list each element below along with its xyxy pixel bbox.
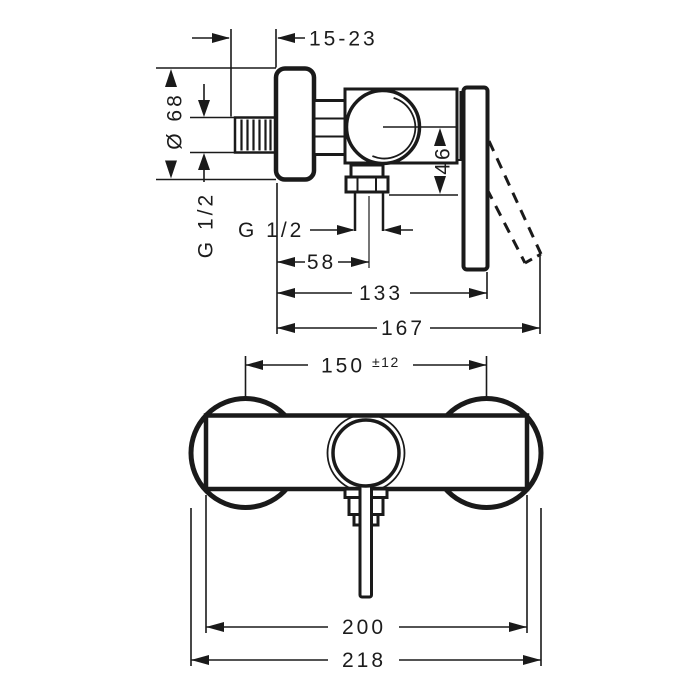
dim-167-label: 167 <box>381 317 425 340</box>
arrowhead-right <box>522 323 540 333</box>
valve-cap-inner-arc <box>372 97 417 160</box>
dim-escutcheon-diameter-label: Ø 68 <box>164 92 187 150</box>
dim-connection-distance: 150 ±12 <box>244 354 488 397</box>
outlet-nut-facets <box>356 178 377 191</box>
dim-center-to-outlet-label: 46 <box>432 145 455 174</box>
arrowhead-right <box>351 257 369 267</box>
dashed-edge <box>485 188 527 264</box>
dim-max-depth: 167 <box>277 317 540 340</box>
outlet-nut <box>344 175 390 194</box>
dim-depth-to-handle: 133 <box>277 282 487 305</box>
dim-lines <box>205 495 528 633</box>
dim-218-label: 218 <box>342 649 386 672</box>
handle-lever <box>461 85 490 272</box>
dim-58-label: 58 <box>307 251 336 274</box>
extension-lines <box>276 183 541 334</box>
arrowhead-down <box>198 100 210 117</box>
handle-lever-front <box>358 480 373 599</box>
arrowhead-left <box>245 360 263 370</box>
dim-150-label: 150 <box>321 355 365 378</box>
outlet-pipe <box>353 192 385 231</box>
dim-wall-clearance-label: 15-23 <box>309 28 378 51</box>
side-view: 15-23 Ø 68 G 1/2 46 G 1/2 <box>156 28 543 340</box>
dim-outlet-thread-label: G 1/2 <box>238 219 304 242</box>
arrowhead-left <box>383 225 401 235</box>
arrowhead-up <box>434 128 446 146</box>
arrowhead-right <box>337 225 355 235</box>
dim-lines <box>156 67 276 181</box>
dim-wall-clearance: 15-23 <box>192 28 378 117</box>
dashed-edge <box>487 140 543 255</box>
dim-center-to-outlet: 46 <box>383 126 458 196</box>
union-nut <box>312 99 347 156</box>
arrowhead-right <box>469 288 487 298</box>
arrowhead-left <box>277 33 295 43</box>
arrowhead-down <box>165 160 177 179</box>
arrowhead-right <box>212 33 230 43</box>
dim-body-width: 200 <box>205 495 528 639</box>
wall-escutcheon <box>273 66 317 182</box>
dim-overall-width: 218 <box>190 508 542 672</box>
dim-150-tolerance-label: ±12 <box>372 354 400 370</box>
handle-open-position-dashed <box>485 140 543 265</box>
union-nut-body <box>312 99 347 156</box>
dim-inlet-thread: G 1/2 <box>190 84 234 258</box>
arrowhead-up <box>165 69 177 87</box>
dim-escutcheon-diameter: Ø 68 <box>156 67 276 181</box>
arrowhead-right <box>523 655 541 665</box>
front-view: 150 ±12 200 218 <box>188 354 544 672</box>
dim-lines <box>383 126 458 196</box>
dim-outlet-thread: G 1/2 <box>238 219 413 242</box>
arrowhead-left <box>277 323 295 333</box>
dim-133-label: 133 <box>359 282 403 305</box>
shower-outlet <box>344 163 390 268</box>
thread-hatching <box>240 119 272 151</box>
arrowhead-right <box>509 622 527 632</box>
dim-200-label: 200 <box>342 616 386 639</box>
dim-lines <box>190 508 542 666</box>
dashed-end-cap <box>524 252 542 265</box>
union-nut-facets <box>314 117 345 138</box>
arrowhead-left <box>191 655 209 665</box>
arrowhead-left <box>277 288 295 298</box>
inlet-thread-fitting <box>233 116 278 154</box>
arrowhead-right <box>469 360 487 370</box>
arrowhead-down <box>434 176 446 194</box>
dim-inlet-thread-label: G 1/2 <box>195 192 218 258</box>
arrowhead-up <box>198 153 210 170</box>
outlet-flange <box>349 163 385 179</box>
arrowhead-left <box>206 622 224 632</box>
dim-lines <box>244 356 488 397</box>
arrowhead-left <box>277 257 295 267</box>
handle-hub <box>331 418 401 488</box>
dim-wall-to-outlet-center: 58 <box>277 251 369 274</box>
dim-lines <box>190 84 234 182</box>
